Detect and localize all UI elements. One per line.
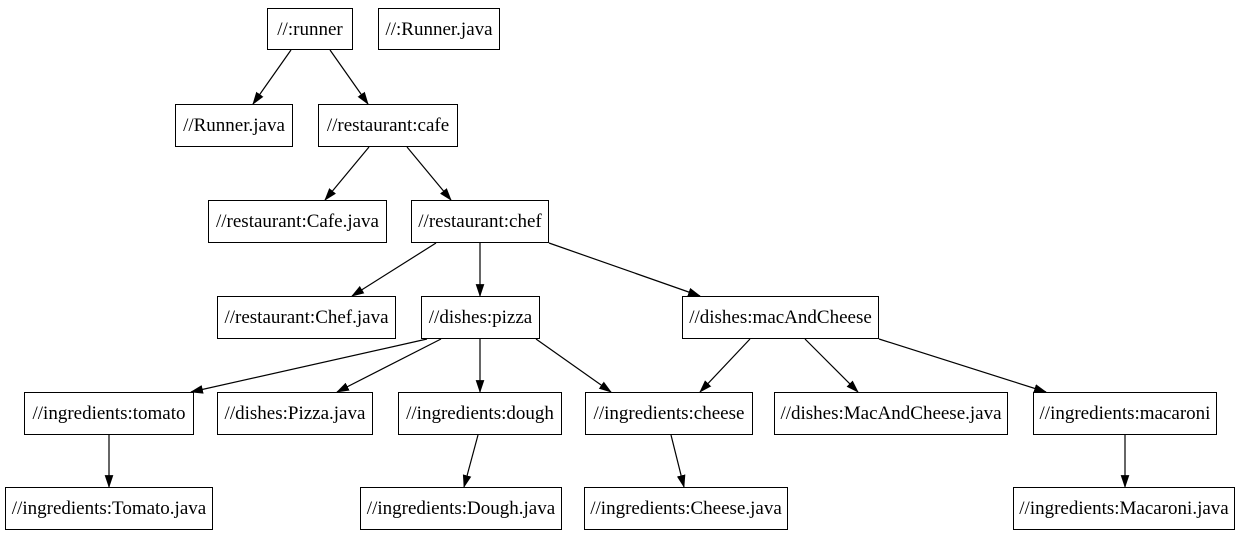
edge-pizza-to-tomato [189, 338, 428, 394]
graph-node-mac_and_cheese: //dishes:macAndCheese [682, 296, 879, 339]
edge-runner-to-runner_java [252, 49, 292, 105]
graph-node-chef: //restaurant:chef [411, 200, 549, 243]
edge-pizza-to-pizza_java [336, 338, 442, 393]
graph-node-cafe_java: //restaurant:Cafe.java [208, 200, 387, 243]
graph-node-dough_java: //ingredients:Dough.java [360, 487, 562, 530]
edge-dough-to-dough_java [462, 434, 479, 489]
graph-node-chef_java: //restaurant:Chef.java [217, 296, 396, 339]
graph-node-pizza: //dishes:pizza [421, 296, 540, 339]
graph-node-runner_java_src: //:Runner.java [378, 8, 500, 50]
graph-node-runner_java: //Runner.java [175, 104, 293, 147]
graph-node-tomato: //ingredients:tomato [24, 392, 194, 435]
edge-pizza-to-cheese [535, 338, 612, 393]
graph-node-tomato_java: //ingredients:Tomato.java [5, 487, 213, 530]
graph-node-runner: //:runner [267, 8, 353, 50]
edge-cafe-to-cafe_java [324, 146, 370, 201]
graph-node-cheese_java: //ingredients:Cheese.java [584, 487, 788, 530]
edge-cheese-to-cheese_java [670, 434, 686, 489]
graph-node-macaroni_java: //ingredients:Macaroni.java [1013, 487, 1235, 530]
graph-node-macaroni: //ingredients:macaroni [1033, 392, 1217, 435]
edge-chef-to-chef_java [351, 242, 437, 297]
graph-node-pizza_java: //dishes:Pizza.java [217, 392, 373, 435]
graph-node-cafe: //restaurant:cafe [318, 104, 458, 147]
graph-node-mac_and_cheese_java: //dishes:MacAndCheese.java [774, 392, 1008, 435]
edge-mac_and_cheese-to-macaroni [878, 338, 1048, 393]
graph-node-dough: //ingredients:dough [398, 392, 562, 435]
edge-chef-to-mac_and_cheese [548, 242, 702, 297]
edge-runner-to-cafe [329, 49, 369, 105]
graph-node-cheese: //ingredients:cheese [585, 392, 753, 435]
edge-group [104, 49, 1130, 489]
edge-mac_and_cheese-to-mac_and_cheese_java [804, 338, 859, 393]
edge-mac_and_cheese-to-cheese [699, 338, 751, 393]
edge-cafe-to-chef [406, 146, 452, 201]
